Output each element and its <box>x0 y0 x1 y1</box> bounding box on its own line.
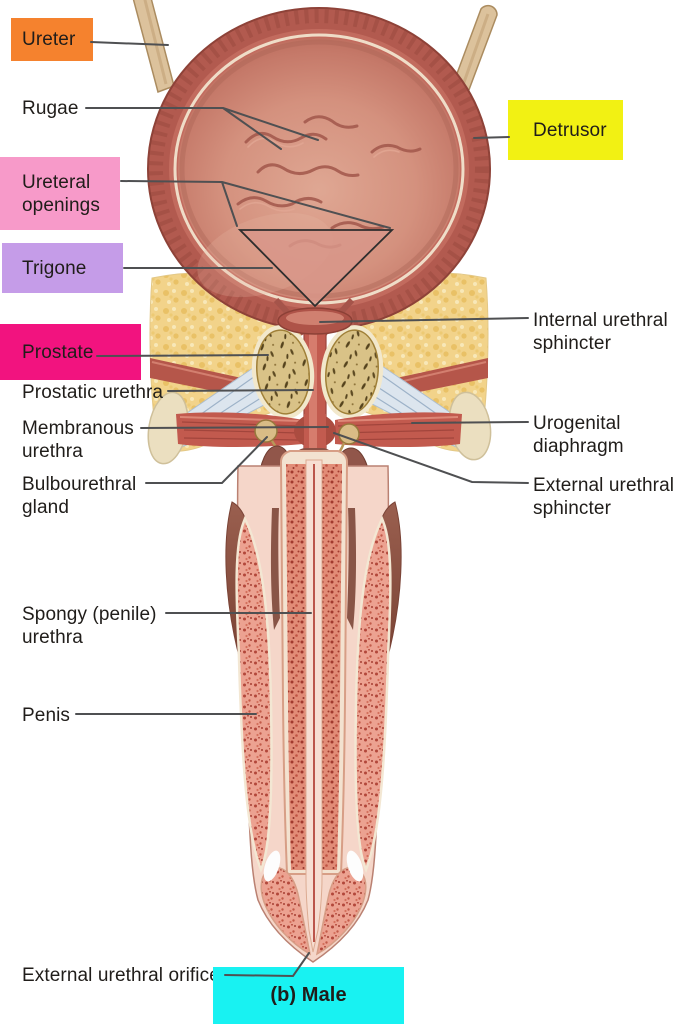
label-prostate: Prostate <box>0 324 141 380</box>
label-ureteral-openings: Ureteral openings <box>0 157 120 230</box>
spongy-urethra-channel <box>305 459 323 953</box>
label-internal-urethral-sphincter: Internal urethral sphincter <box>533 310 668 354</box>
label-trigone: Trigone <box>2 243 123 293</box>
label-urogenital-diaphragm: Urogenital diaphragm <box>533 413 624 457</box>
ureter-text: Ureter <box>22 29 76 50</box>
label-penis: Penis <box>22 705 71 726</box>
label-external-urethral-orifice: External urethral orifice <box>22 965 220 986</box>
label-bulbourethral-gland: Bulbourethral gland <box>22 474 137 518</box>
glans <box>260 850 367 956</box>
label-ureter: Ureter <box>11 18 93 61</box>
label-membranous-urethra: Membranous urethra <box>22 418 134 462</box>
penis-shaft <box>225 450 402 963</box>
label-detrusor: Detrusor <box>508 100 623 160</box>
label-external-urethral-sphincter: External urethral sphincter <box>533 475 675 519</box>
label-rugae: Rugae <box>22 98 79 119</box>
ureter-tubes <box>132 0 498 97</box>
label-prostatic-urethra: Prostatic urethra <box>22 382 164 403</box>
prostate-gland <box>251 325 384 419</box>
label-spongy-urethra: Spongy (penile) urethra <box>22 604 157 648</box>
figure-caption: (b) Male <box>213 967 404 1024</box>
